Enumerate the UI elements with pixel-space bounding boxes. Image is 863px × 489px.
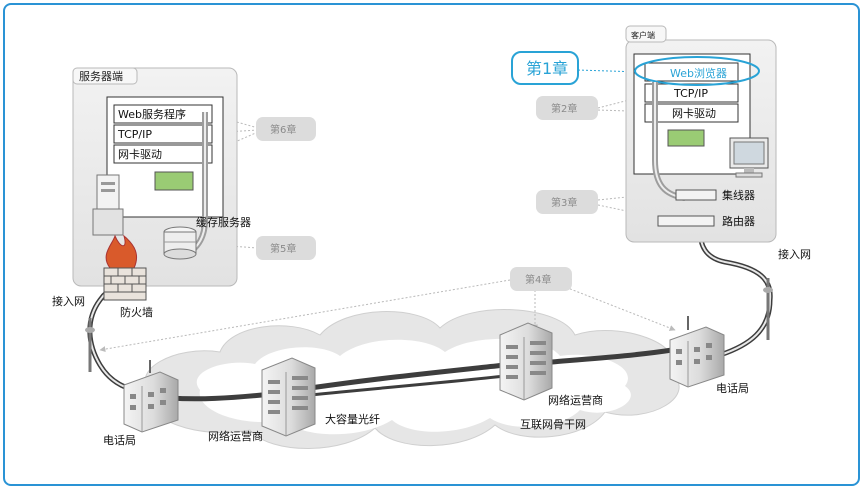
access-label-left: 接入网: [52, 295, 85, 308]
svg-text:第1章: 第1章: [526, 59, 568, 78]
telephone-office-left-label: 电话局: [103, 434, 136, 447]
fiber-label: 大容量光纤: [325, 412, 380, 426]
browser-highlight-ring: [634, 56, 760, 86]
chapter-2-badge: 第2章: [536, 96, 598, 120]
router-icon: [657, 215, 715, 227]
isp-right-label: 网络运营商: [548, 393, 603, 407]
client-nic-icon: [667, 129, 705, 147]
svg-text:第6章: 第6章: [270, 123, 296, 136]
server-stack-tcpip: TCP/IP: [117, 128, 152, 141]
internet-cloud: [144, 309, 680, 449]
router-label: 路由器: [722, 214, 755, 228]
telephone-office-left-icon: [123, 360, 179, 433]
svg-text:第5章: 第5章: [270, 242, 296, 255]
svg-text:第3章: 第3章: [551, 196, 577, 209]
firewall-icon: [103, 234, 147, 301]
chapter-5-badge: 第5章: [256, 236, 316, 260]
hub-icon: [675, 189, 717, 201]
server-panel: 服务器端 Web服务程序 TCP/IP 网卡驱动 缓存服务器: [72, 67, 251, 287]
client-stack-tcpip: TCP/IP: [673, 87, 708, 100]
backbone-label: 互联网骨干网: [520, 418, 586, 431]
server-nic-icon: [154, 171, 194, 191]
server-stack-nic: 网卡驱动: [118, 148, 162, 161]
chapter-1-badge: 第1章: [511, 51, 579, 85]
telephone-office-right-icon: [669, 316, 725, 388]
server-tower-icon: [92, 174, 124, 236]
isp-left-icon: [261, 357, 316, 437]
client-stack-browser: Web浏览器: [670, 66, 727, 80]
access-pole-left: [85, 318, 95, 372]
client-pc-icon: [729, 137, 769, 178]
client-panel: 客户端 Web浏览器 TCP/IP 网卡驱动 集线器 路由器: [625, 25, 777, 243]
server-stack-web: Web服务程序: [118, 107, 186, 121]
svg-text:第2章: 第2章: [551, 102, 577, 115]
cache-server-icon: [163, 226, 197, 260]
svg-text:第4章: 第4章: [525, 273, 551, 286]
telephone-office-right-label: 电话局: [716, 382, 749, 395]
hub-label: 集线器: [722, 188, 755, 202]
chapter-3-badge: 第3章: [536, 190, 598, 214]
access-label-right: 接入网: [778, 248, 811, 261]
isp-left-label: 网络运营商: [208, 429, 263, 443]
client-title: 客户端: [631, 30, 655, 40]
chapter-4-badge: 第4章: [510, 267, 572, 291]
access-pole-right: [763, 278, 773, 340]
cache-label: 缓存服务器: [196, 215, 251, 229]
chapter-6-badge: 第6章: [256, 117, 316, 141]
isp-right-icon: [499, 322, 553, 401]
firewall-label: 防火墙: [120, 305, 153, 319]
server-title: 服务器端: [79, 70, 123, 83]
client-stack-nic: 网卡驱动: [672, 107, 716, 120]
